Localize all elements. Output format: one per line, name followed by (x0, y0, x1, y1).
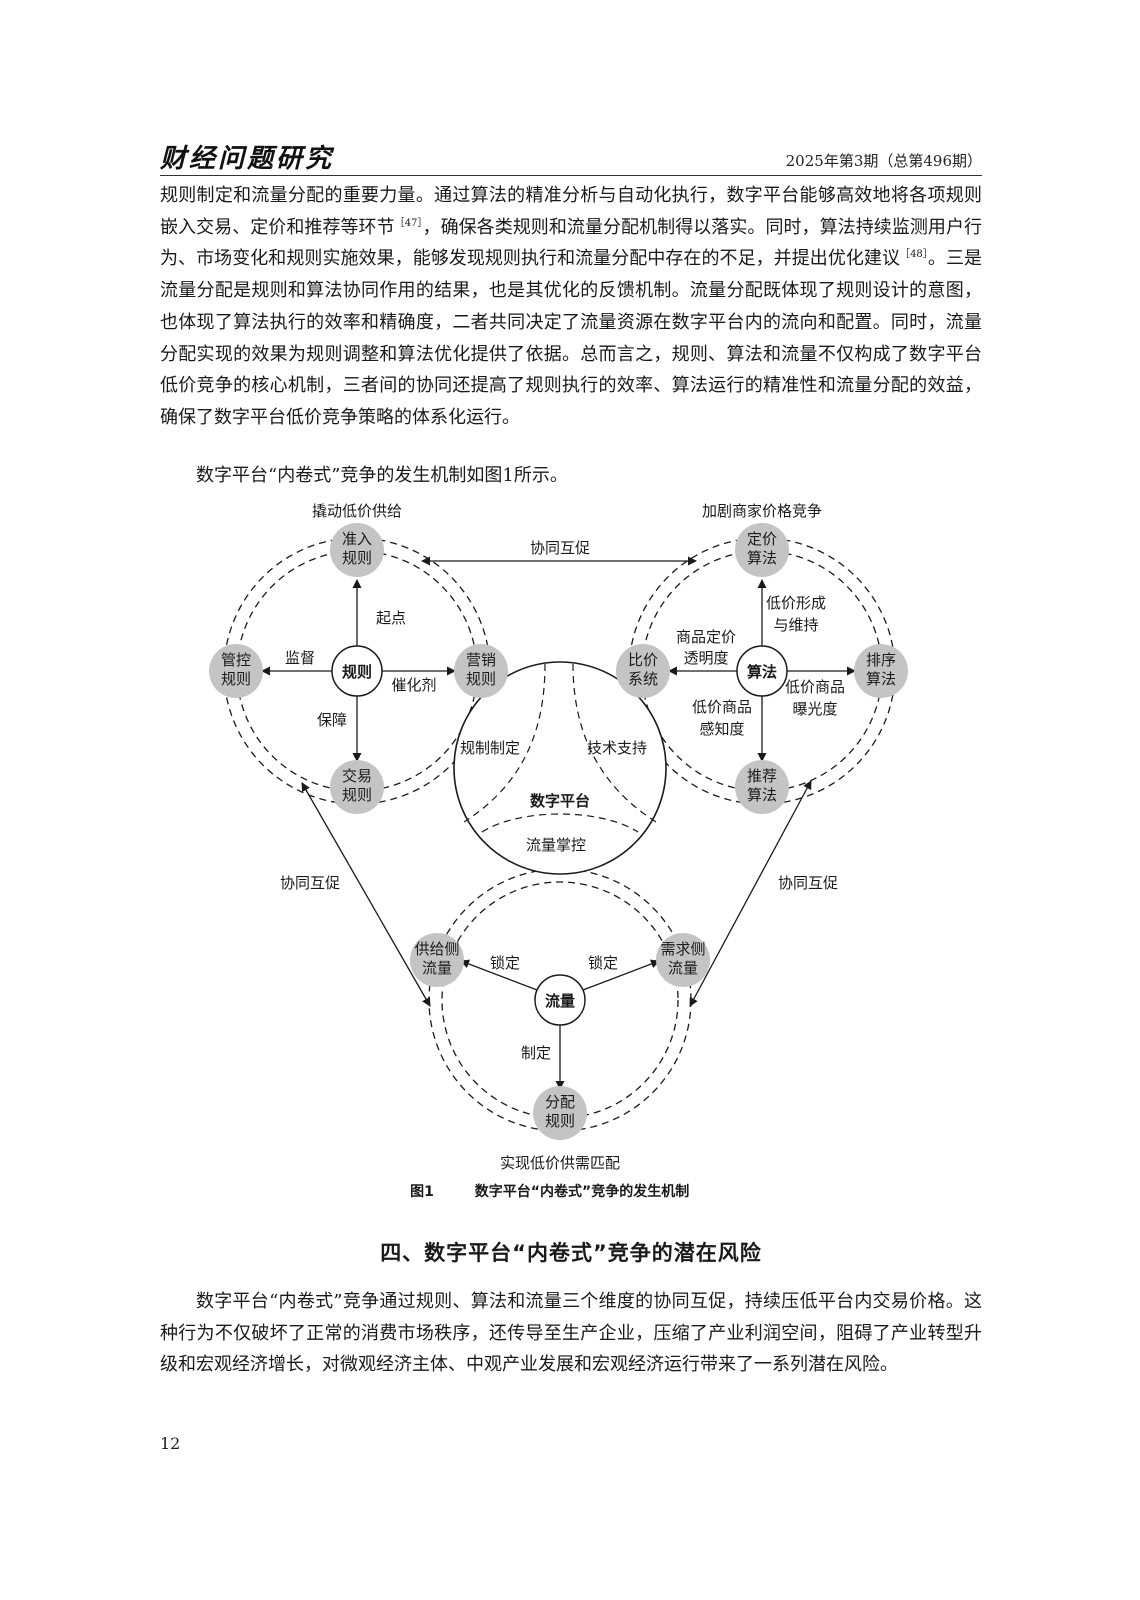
citation-48[interactable]: ［48］ (900, 249, 928, 261)
node-recommendation-algorithm (735, 760, 789, 814)
flow-edge-bottom: 制定 (521, 1044, 551, 1062)
node-recommendation-algorithm-l1: 推荐 (747, 767, 777, 785)
node-supply-side-traffic-l1: 供给侧 (414, 940, 459, 958)
center-algorithm-label: 算法 (747, 663, 777, 681)
algo-edge-left-l2: 透明度 (683, 649, 728, 667)
rules-edge-right: 催化剂 (391, 676, 436, 694)
mechanism-diagram: 撬动低价供给 加剧商家价格竞争 实现低价供需匹配 协同互促 协同互促 协同互促 … (209, 502, 908, 1200)
platform-seg-traffic-control: 流量掌控 (526, 836, 586, 854)
platform-seg-rule-making: 规制制定 (460, 739, 520, 757)
node-price-comparison-l2: 系统 (628, 670, 658, 688)
node-ranking-algorithm-l1: 排序 (866, 651, 896, 669)
node-supply-side-traffic-l2: 流量 (422, 959, 452, 977)
label-top-left: 撬动低价供给 (312, 502, 402, 520)
label-bottom: 实现低价供需匹配 (500, 1154, 620, 1172)
node-control-rules-l1: 管控 (221, 651, 251, 669)
node-marketing-rules-l2: 规则 (466, 670, 496, 688)
node-marketing-rules-l1: 营销 (466, 651, 496, 669)
section-heading: 四、数字平台“内卷式”竞争的潜在风险 (380, 1241, 762, 1265)
node-ranking-algorithm (854, 644, 908, 698)
paragraph-1-part-a: 规则制定和流量分配的重要力量。通过算法的精准分析与自动化执行，数字平台能够高效地… (160, 185, 982, 238)
platform-seg-tech-support: 技术支持 (587, 739, 647, 757)
rules-edge-left: 监督 (285, 649, 315, 667)
header-divider (160, 175, 982, 176)
center-traffic-label: 流量 (545, 992, 575, 1010)
algo-edge-right-l2: 曝光度 (792, 700, 837, 718)
flow-edge-left: 锁定 (490, 954, 520, 972)
paragraph-1: 规则制定和流量分配的重要力量。通过算法的精准分析与自动化执行，数字平台能够高效地… (160, 180, 982, 434)
paragraph-1-part-b: ，确保各类规则和流量分配机制得以落实。同时，算法持续监测用户行为、市场变化和规则… (160, 216, 982, 270)
node-pricing-algorithm (735, 523, 789, 577)
node-trading-rules-l2: 规则 (342, 786, 372, 804)
node-trading-rules (330, 760, 384, 814)
page-number: 12 (160, 1434, 181, 1453)
node-allocation-rules-l2: 规则 (545, 1112, 575, 1130)
paragraph-1-part-c: 。三是流量分配是规则和算法协同作用的结果，也是其优化的反馈机制。流量分配既体现了… (160, 248, 982, 428)
node-recommendation-algorithm-l2: 算法 (747, 786, 777, 804)
center-traffic (534, 974, 586, 1026)
node-supply-side-traffic (410, 933, 464, 987)
node-ranking-algorithm-l2: 算法 (866, 670, 896, 688)
figure-caption-text: 数字平台“内卷式”竞争的发生机制 (475, 1183, 689, 1200)
rules-edge-bottom: 保障 (317, 711, 347, 729)
node-marketing-rules (454, 644, 508, 698)
synergy-label-top: 协同互促 (530, 539, 590, 557)
center-rules-label: 规则 (342, 663, 372, 681)
node-trading-rules-l1: 交易 (342, 767, 372, 785)
node-pricing-algorithm-l1: 定价 (747, 530, 777, 548)
synergy-label-left: 协同互促 (280, 874, 340, 892)
platform-center-label: 数字平台 (530, 792, 590, 810)
node-allocation-rules (533, 1086, 587, 1140)
figure-1: 撬动低价供给 加剧商家价格竞争 实现低价供需匹配 协同互促 协同互促 协同互促 … (0, 495, 1140, 1215)
node-access-rules-l2: 规则 (342, 549, 372, 567)
synergy-arrow-left (301, 782, 431, 1007)
flow-arrow-left (460, 959, 538, 991)
synergy-arrow-right (689, 780, 812, 1007)
paragraph-3: 数字平台“内卷式”竞争通过规则、算法和流量三个维度的协同互促，持续压低平台内交易… (160, 1291, 982, 1376)
center-rules (331, 645, 383, 697)
journal-title: 财经问题研究 (160, 144, 335, 174)
node-pricing-algorithm-l2: 算法 (747, 549, 777, 567)
node-access-rules-l1: 准入 (342, 530, 372, 548)
rules-edge-top: 起点 (376, 609, 406, 627)
node-access-rules (330, 523, 384, 577)
synergy-label-right: 协同互促 (778, 874, 838, 892)
algo-edge-left-l1: 商品定价 (676, 628, 736, 646)
figure-caption-number: 图1 (410, 1184, 434, 1200)
center-algorithm (736, 645, 788, 697)
algo-edge-bottom-l2: 感知度 (699, 720, 744, 738)
issue-info: 2025年第3期（总第496期） (785, 152, 982, 170)
citation-47[interactable]: ［47］ (394, 217, 423, 229)
algo-edge-right-l1: 低价商品 (785, 678, 845, 696)
node-control-rules-l2: 规则 (221, 670, 251, 688)
algo-edge-bottom-l1: 低价商品 (692, 698, 752, 716)
node-demand-side-traffic-l1: 需求侧 (660, 940, 705, 958)
node-price-comparison (616, 644, 670, 698)
flow-arrow-right (582, 959, 660, 991)
label-top-right: 加剧商家价格竞争 (702, 502, 822, 520)
node-price-comparison-l1: 比价 (628, 651, 658, 669)
algo-edge-top-l2: 与维持 (773, 616, 818, 634)
platform-circle (453, 661, 667, 875)
algo-edge-top-l1: 低价形成 (766, 594, 826, 612)
paragraph-2: 数字平台“内卷式”竞争的发生机制如图1所示。 (196, 465, 568, 486)
node-allocation-rules-l1: 分配 (545, 1093, 575, 1111)
node-control-rules (209, 644, 263, 698)
node-demand-side-traffic-l2: 流量 (668, 959, 698, 977)
node-demand-side-traffic (656, 933, 710, 987)
flow-edge-right: 锁定 (588, 954, 618, 972)
